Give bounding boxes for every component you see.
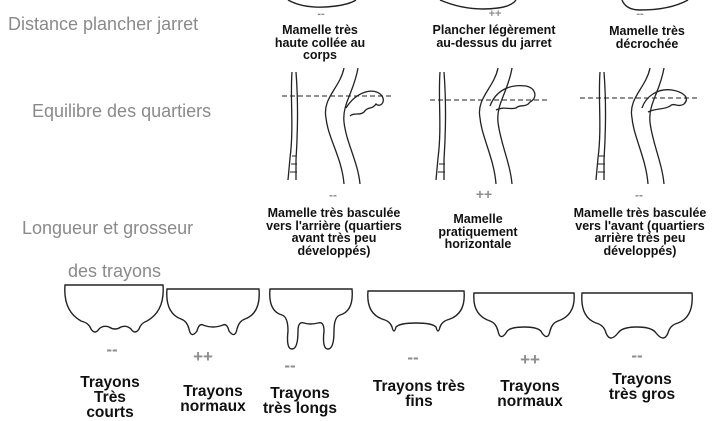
caption-trayons-5: Trayons normaux (480, 379, 580, 409)
caption-equilibre-1: Mamelle très basculée vers l'arrière (qu… (258, 207, 410, 257)
rating-distance-3: -- (625, 8, 655, 20)
rating-equilibre-1: -- (318, 188, 348, 202)
udder-tilted-forward-figure (580, 68, 700, 188)
row-label-distance: Distance plancher jarret (8, 14, 198, 35)
rating-trayons-5: ++ (515, 350, 545, 370)
teats-very-thin-figure (366, 289, 466, 339)
caption-trayons-4: Trayons très fins (372, 379, 466, 409)
teats-normal-2-figure (472, 291, 576, 347)
rating-trayons-1: -- (97, 340, 127, 360)
caption-trayons-3: Trayons très longs (256, 386, 344, 416)
caption-equilibre-2: Mamelle pratiquement horizontale (432, 213, 524, 251)
udder-horizontal-figure (430, 68, 550, 188)
caption-trayons-1: Trayons Très courts (72, 375, 148, 421)
caption-distance-3: Mamelle très décrochée (606, 25, 688, 50)
row-label-longueur: Longueur et grosseur (22, 218, 193, 239)
rating-equilibre-2: ++ (469, 186, 499, 202)
rating-equilibre-3: -- (624, 188, 654, 202)
rating-trayons-2: ++ (188, 347, 218, 367)
rating-trayons-4: -- (398, 348, 428, 368)
row-label-trayons: des trayons (68, 261, 161, 282)
teats-normal-1-figure (165, 287, 261, 345)
caption-trayons-6: Trayons très gros (600, 372, 684, 402)
rating-distance-2: ++ (480, 8, 510, 20)
teats-very-long-figure (268, 287, 354, 357)
row-label-equilibre: Equilibre des quartiers (32, 101, 211, 122)
caption-distance-2: Plancher légèrement au-dessus du jarret (428, 24, 560, 49)
teats-very-short-figure (63, 283, 165, 345)
caption-distance-1: Mamelle très haute collée au corps (268, 24, 372, 62)
udder-tilted-back-figure (282, 68, 392, 188)
teats-very-thick-figure (580, 291, 694, 345)
caption-trayons-2: Trayons normaux (166, 384, 260, 414)
rating-distance-1: -- (306, 8, 336, 20)
rating-trayons-3: -- (275, 356, 305, 376)
caption-equilibre-3: Mamelle très basculée vers l'avant (quar… (560, 207, 719, 257)
rating-trayons-6: -- (622, 346, 652, 366)
